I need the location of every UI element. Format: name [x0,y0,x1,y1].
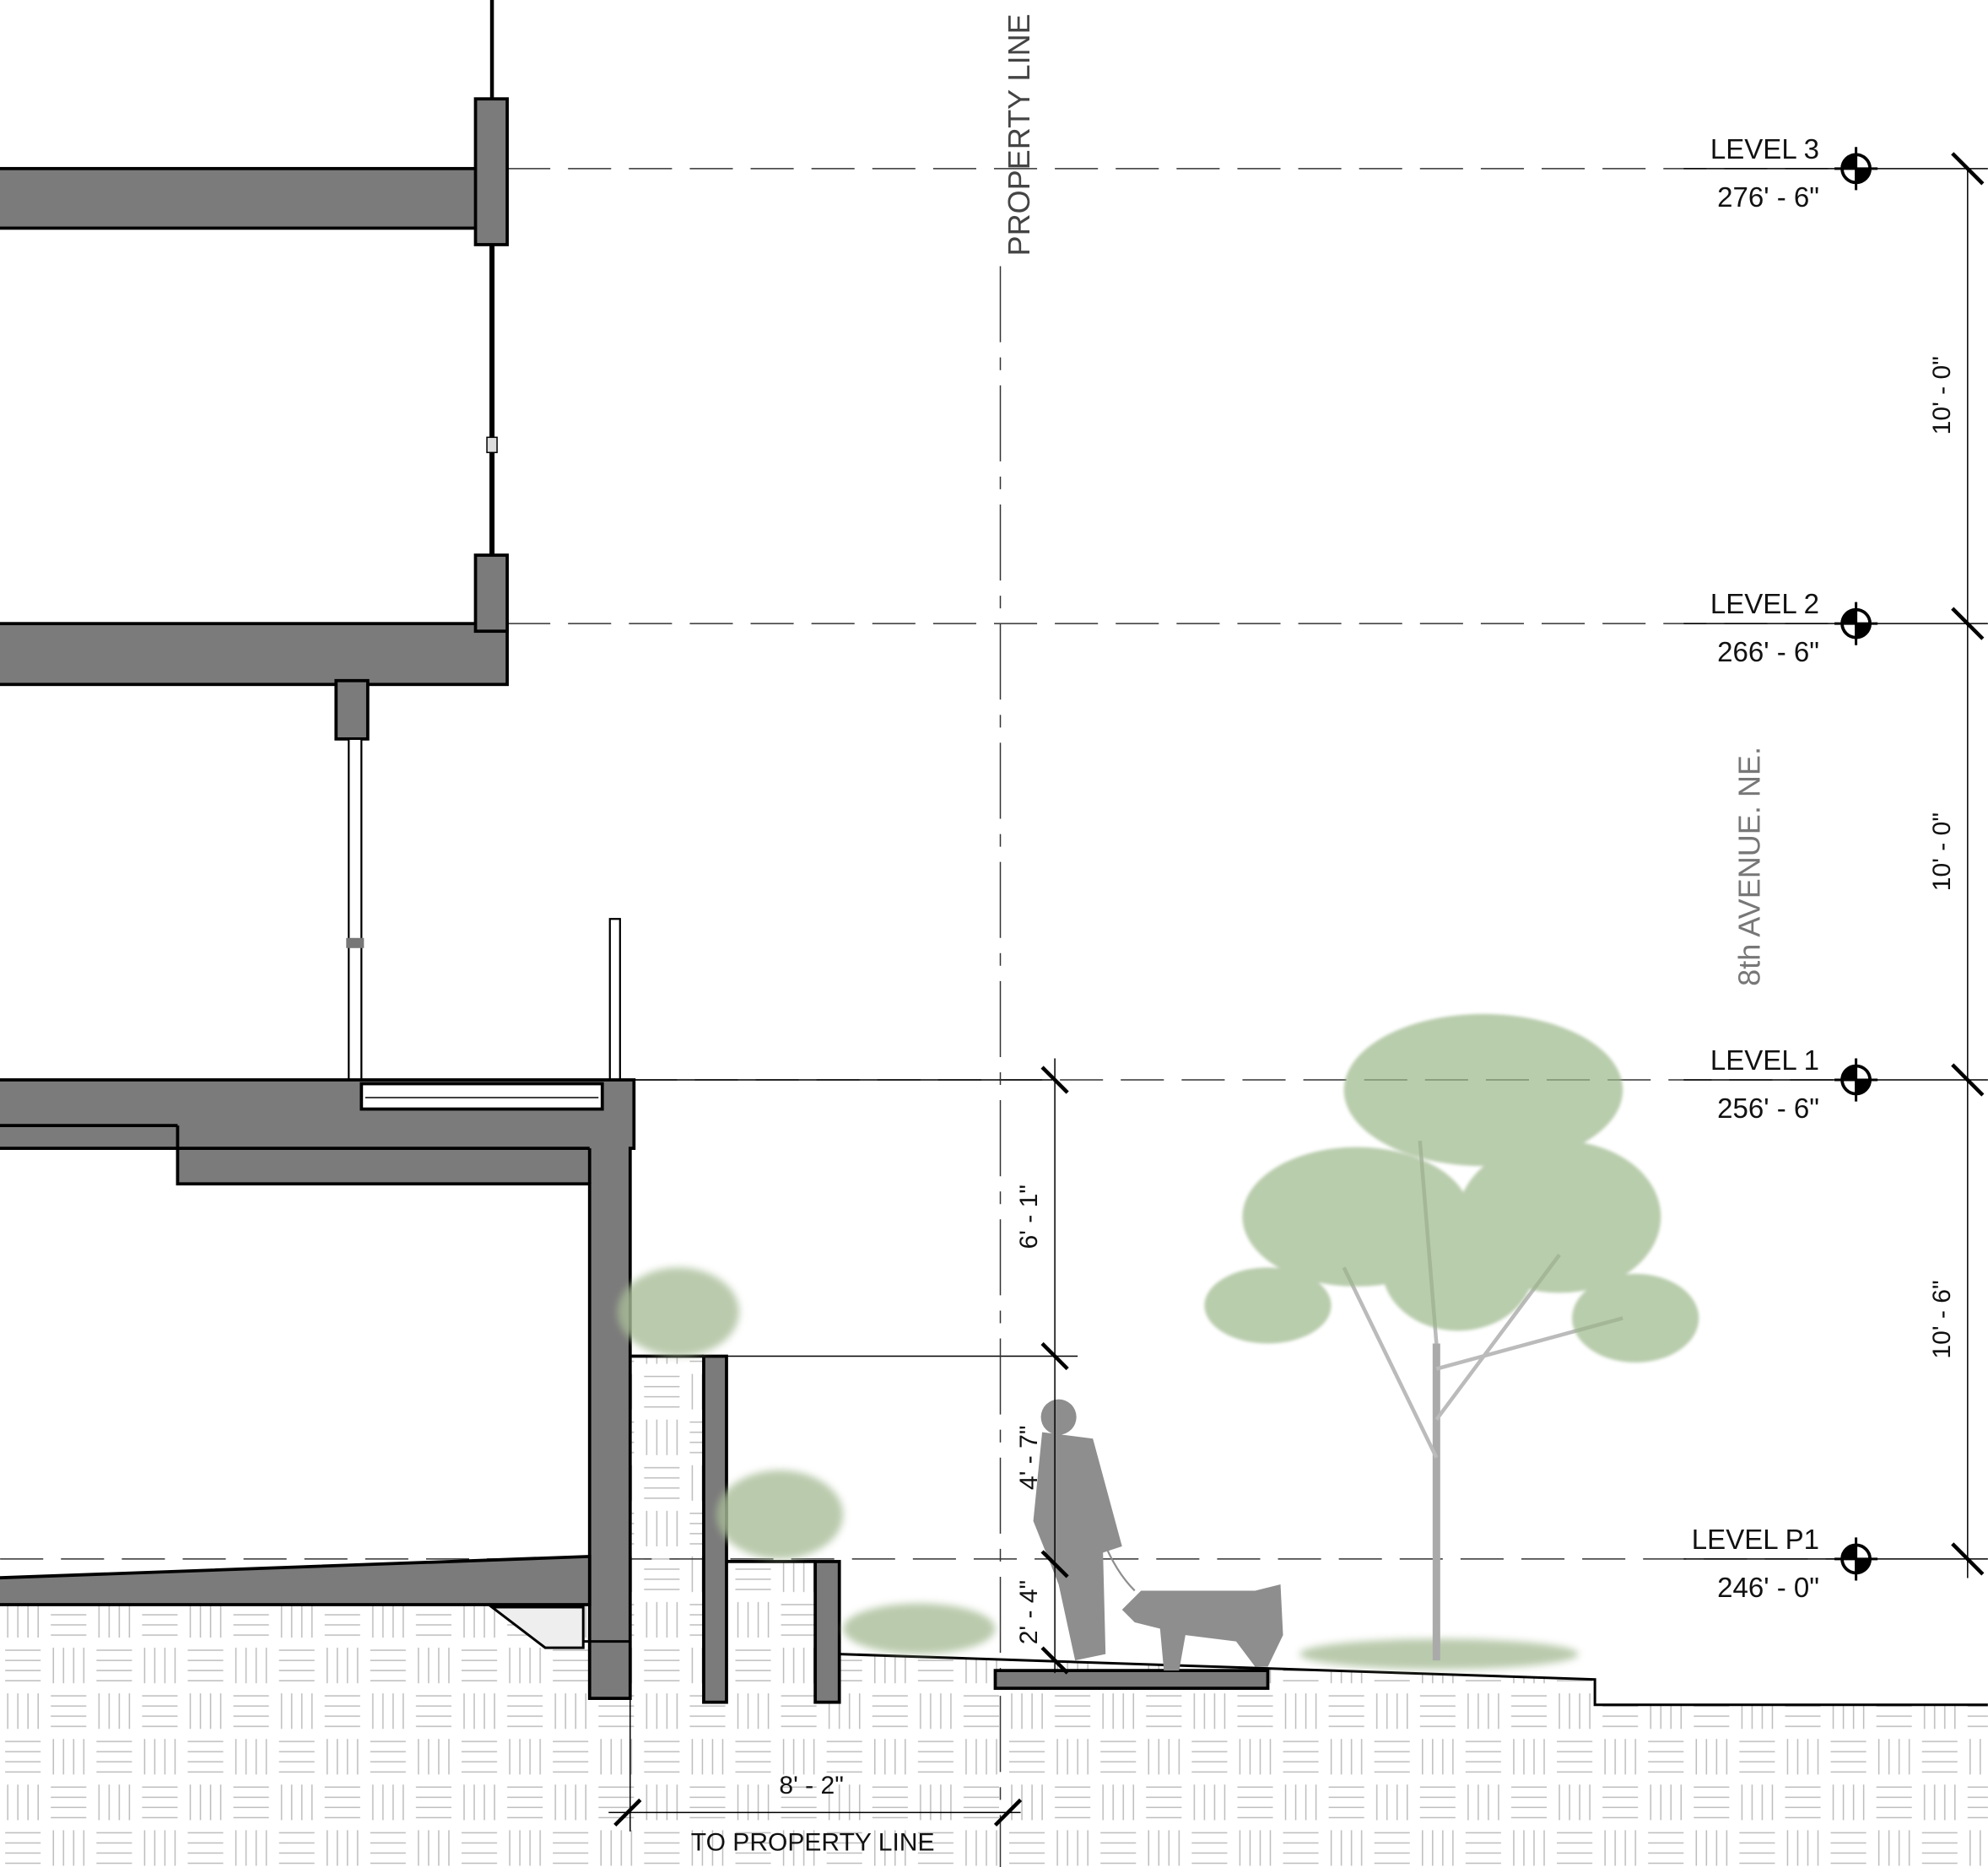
level-3-elevation: 276' - 6" [1717,182,1819,213]
property-line-label: PROPERTY LINE [1002,13,1036,256]
level-2-elevation: 266' - 6" [1717,637,1819,668]
level-1-elevation: 256' - 6" [1717,1093,1819,1125]
level-2-name: LEVEL 2 [1710,589,1819,620]
level-p1-elevation: 246' - 0" [1717,1573,1819,1604]
property-line-dimension: 8' - 2" TO PROPERTY LINE [608,1698,1023,1856]
level-lines [0,168,1988,1560]
to-property-line-label: TO PROPERTY LINE [691,1828,935,1856]
level-markers [1834,147,1878,1581]
dim-8-2: 8' - 2" [779,1772,843,1800]
right-dimension-string: 10' - 0" 10' - 0" 10' - 6" [1928,152,1985,1578]
dim-2-4: 2' - 4" [1015,1580,1043,1645]
level-1-name: LEVEL 1 [1710,1045,1819,1076]
dog-silhouette [1102,1539,1283,1671]
planter-dimension-string: 6' - 1" 4' - 7" 2' - 4" [1015,1058,1069,1675]
level-labels: LEVEL 3 276' - 6" LEVEL 2 266' - 6" LEVE… [1692,134,1819,1604]
dim-level1-p1: 10' - 6" [1928,1280,1956,1358]
dim-level2-level1: 10' - 0" [1928,812,1956,891]
planter-grasses [617,1267,1579,1670]
ground-hatch [0,1356,1988,1867]
dim-4-7: 4' - 7" [1015,1425,1043,1490]
level-3-name: LEVEL 3 [1710,134,1819,165]
level-p1-name: LEVEL P1 [1692,1524,1819,1556]
tree [1204,1013,1699,1661]
dim-6-1: 6' - 1" [1015,1184,1043,1249]
street-label: 8th AVENUE. NE. [1731,747,1766,986]
building-structure [0,0,1270,1704]
pedestrian-silhouette [1033,1399,1122,1661]
dim-level3-level2: 10' - 0" [1928,356,1956,434]
